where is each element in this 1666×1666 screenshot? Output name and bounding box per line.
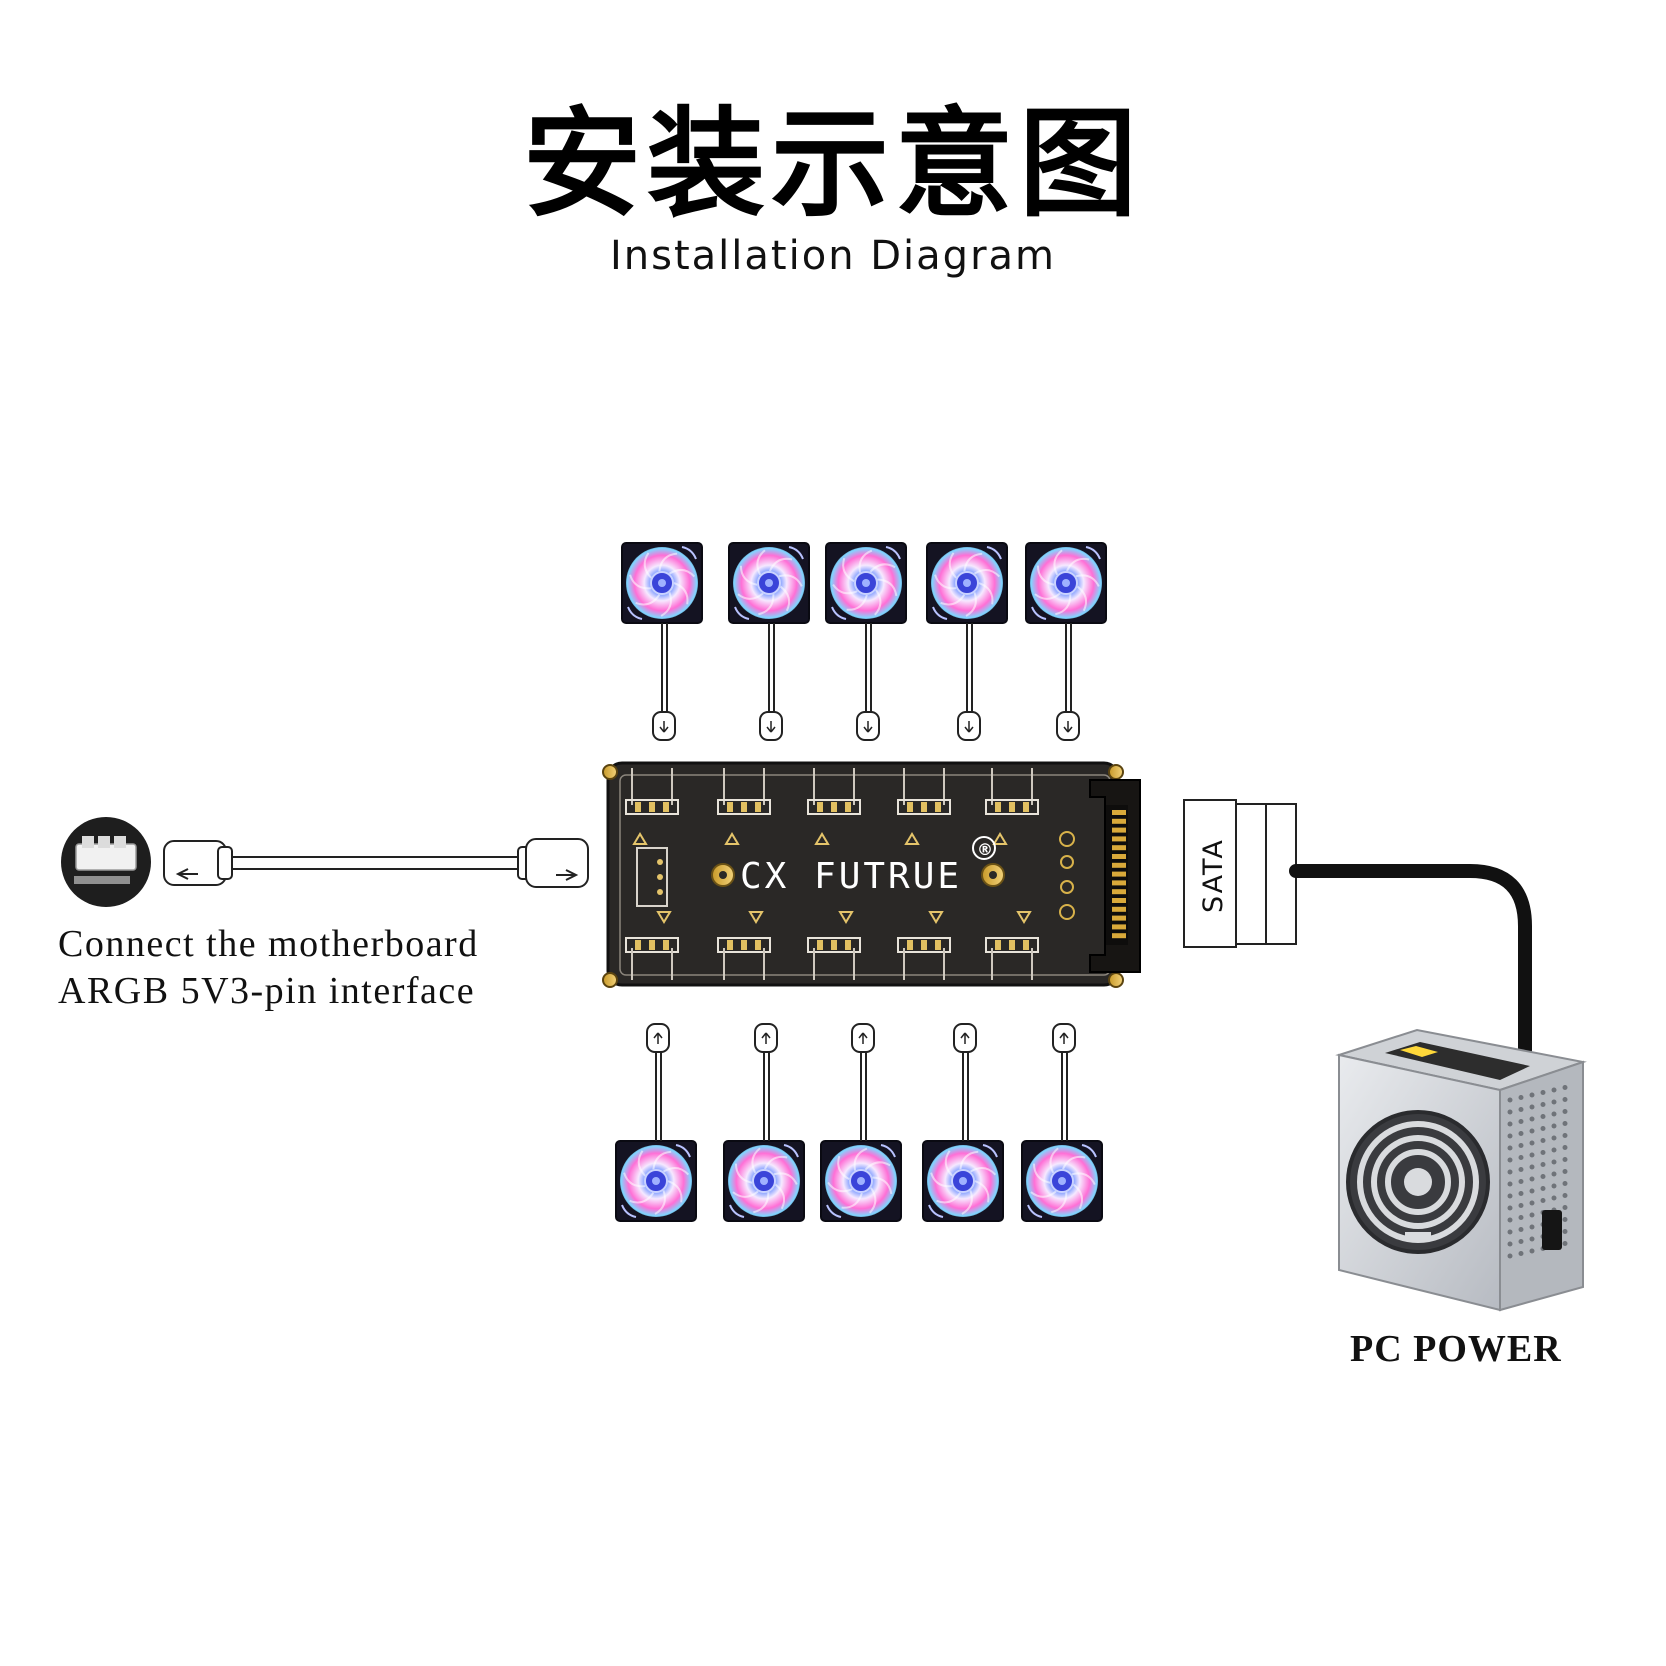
pc-power-supply — [1335, 1028, 1587, 1312]
fan-cable-plug — [759, 711, 783, 741]
motherboard-label-line1: Connect the motherboard — [58, 923, 479, 965]
fan-cable-plug — [646, 1023, 670, 1053]
argb-fan — [728, 542, 810, 624]
argb-fan — [621, 542, 703, 624]
bottom-fan-row — [615, 1140, 1103, 1222]
hub-port-top — [897, 768, 951, 845]
fan-cable-plug — [953, 1023, 977, 1053]
mount-hole — [1108, 972, 1124, 988]
hub-brand-text: CX FUTRUE — [740, 856, 962, 897]
hub-port-top — [807, 768, 861, 845]
argb-hub-board: CX FUTRUE ® — [602, 761, 1141, 988]
argb-fan — [922, 1140, 1004, 1222]
argb-fan — [723, 1140, 805, 1222]
fan-cable-plug — [652, 711, 676, 741]
fan-cable-plug — [1052, 1023, 1076, 1053]
mount-hole — [1108, 764, 1124, 780]
hub-port-bottom — [625, 911, 679, 980]
title-chinese: 安装示意图 — [522, 95, 1143, 233]
hub-port-bottom — [985, 911, 1039, 980]
hub-port-bottom — [717, 911, 771, 980]
registered-mark — [972, 836, 996, 860]
argb-fan — [926, 542, 1008, 624]
argb-fan — [825, 542, 907, 624]
argb-fan — [820, 1140, 902, 1222]
hub-port-bottom — [897, 911, 951, 980]
cable-plug-right — [525, 838, 589, 888]
sata-power-connector: SATA — [1183, 799, 1532, 1057]
fan-cable-plug — [957, 711, 981, 741]
top-fan-row — [621, 542, 1107, 624]
hub-port-bottom — [807, 911, 861, 980]
fan-cable-plug — [754, 1023, 778, 1053]
argb-fan — [1021, 1140, 1103, 1222]
hub-sata-socket — [1089, 779, 1141, 973]
title-english: Installation Diagram — [610, 233, 1056, 279]
hub-bottom-ports — [625, 911, 1039, 980]
motherboard-label-line2: ARGB 5V3-pin interface — [58, 970, 476, 1012]
hub-port-top — [625, 768, 679, 845]
fan-cable-plug — [851, 1023, 875, 1053]
fan-cables-top — [652, 623, 1080, 741]
argb-fan — [1025, 542, 1107, 624]
hub-port-top — [717, 768, 771, 845]
argb-fan — [615, 1140, 697, 1222]
registered-symbol: ® — [977, 840, 993, 859]
sata-label: SATA — [1198, 838, 1229, 913]
hub-port-top — [985, 768, 1039, 845]
cable-plug-left — [163, 840, 227, 886]
hub-top-ports — [625, 768, 1039, 845]
fan-cables-bottom — [646, 1023, 1076, 1141]
mount-hole — [602, 764, 618, 780]
hub-input-header — [636, 847, 668, 907]
mount-hole — [602, 972, 618, 988]
fan-cable-plug — [1056, 711, 1080, 741]
psu-label: PC POWER — [1350, 1328, 1562, 1370]
motherboard-argb-cable — [61, 817, 589, 907]
fan-cable-plug — [856, 711, 880, 741]
sata-cable — [1289, 864, 1532, 1057]
